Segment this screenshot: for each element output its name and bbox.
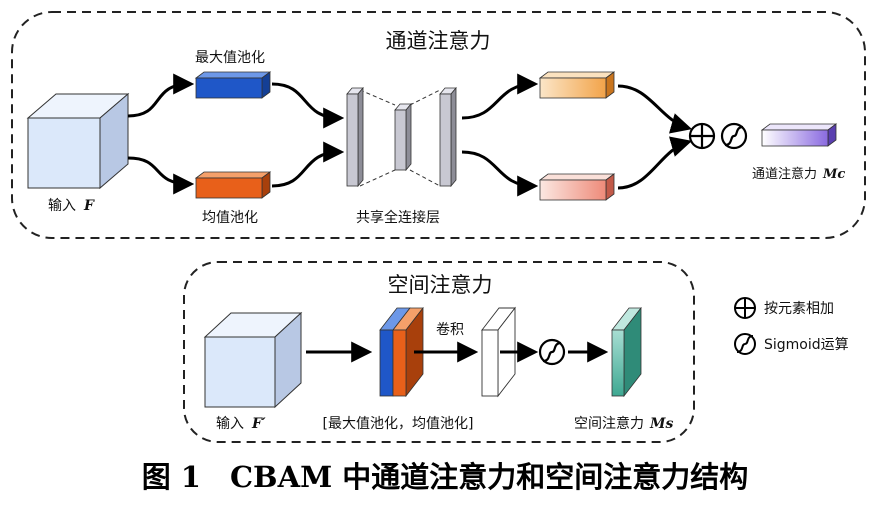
conv-label: 卷积 xyxy=(436,322,464,338)
channel-attention-output-bar xyxy=(760,123,838,147)
shared-fc-layers xyxy=(346,86,457,188)
arrow-maxpool-to-fc xyxy=(271,82,345,129)
arrow-fc-to-bottom-output xyxy=(461,150,539,197)
arrow-input-to-avgpool xyxy=(127,156,195,195)
legend-add-icon xyxy=(734,297,756,319)
avgpool-bar xyxy=(194,171,272,199)
spatial-attention-title: 空间注意力 xyxy=(388,273,493,297)
spatial-attention-output-map xyxy=(611,306,642,398)
spatial-sigmoid-icon xyxy=(538,338,566,366)
legend-add-label: 按元素相加 xyxy=(764,301,834,317)
spatial-pool-label: [最大值池化，均值池化] xyxy=(323,416,474,432)
maxpool-bar xyxy=(194,71,272,99)
figure-caption: 图 1 CBAM 中通道注意力和空间注意力结构 xyxy=(142,460,749,494)
channel-input-cube xyxy=(26,92,130,190)
legend-sigmoid-label: Sigmoid运算 xyxy=(764,337,849,353)
channel-attention-frame xyxy=(11,11,866,239)
fc-output-avgpool-bar xyxy=(538,173,616,201)
arrow-fc-to-top-output xyxy=(461,73,539,120)
avgpool-label: 均值池化 xyxy=(202,210,258,226)
arrow-bottom-to-add xyxy=(617,136,693,190)
arrow-top-to-add xyxy=(617,84,693,134)
conv-output-map xyxy=(481,306,516,398)
arrow-input-to-maxpool xyxy=(127,73,195,118)
maxpool-label: 最大值池化 xyxy=(195,50,265,66)
channel-attention-title: 通道注意力 xyxy=(386,29,491,53)
spatial-input-cube xyxy=(203,311,303,409)
sigmoid-icon xyxy=(720,122,748,150)
shared-fc-label: 共享全连接层 xyxy=(356,209,440,226)
legend-sigmoid-icon xyxy=(734,333,756,355)
fc-output-maxpool-bar xyxy=(538,71,616,99)
arrow-avgpool-to-fc xyxy=(271,141,345,188)
element-add-icon xyxy=(688,122,716,150)
